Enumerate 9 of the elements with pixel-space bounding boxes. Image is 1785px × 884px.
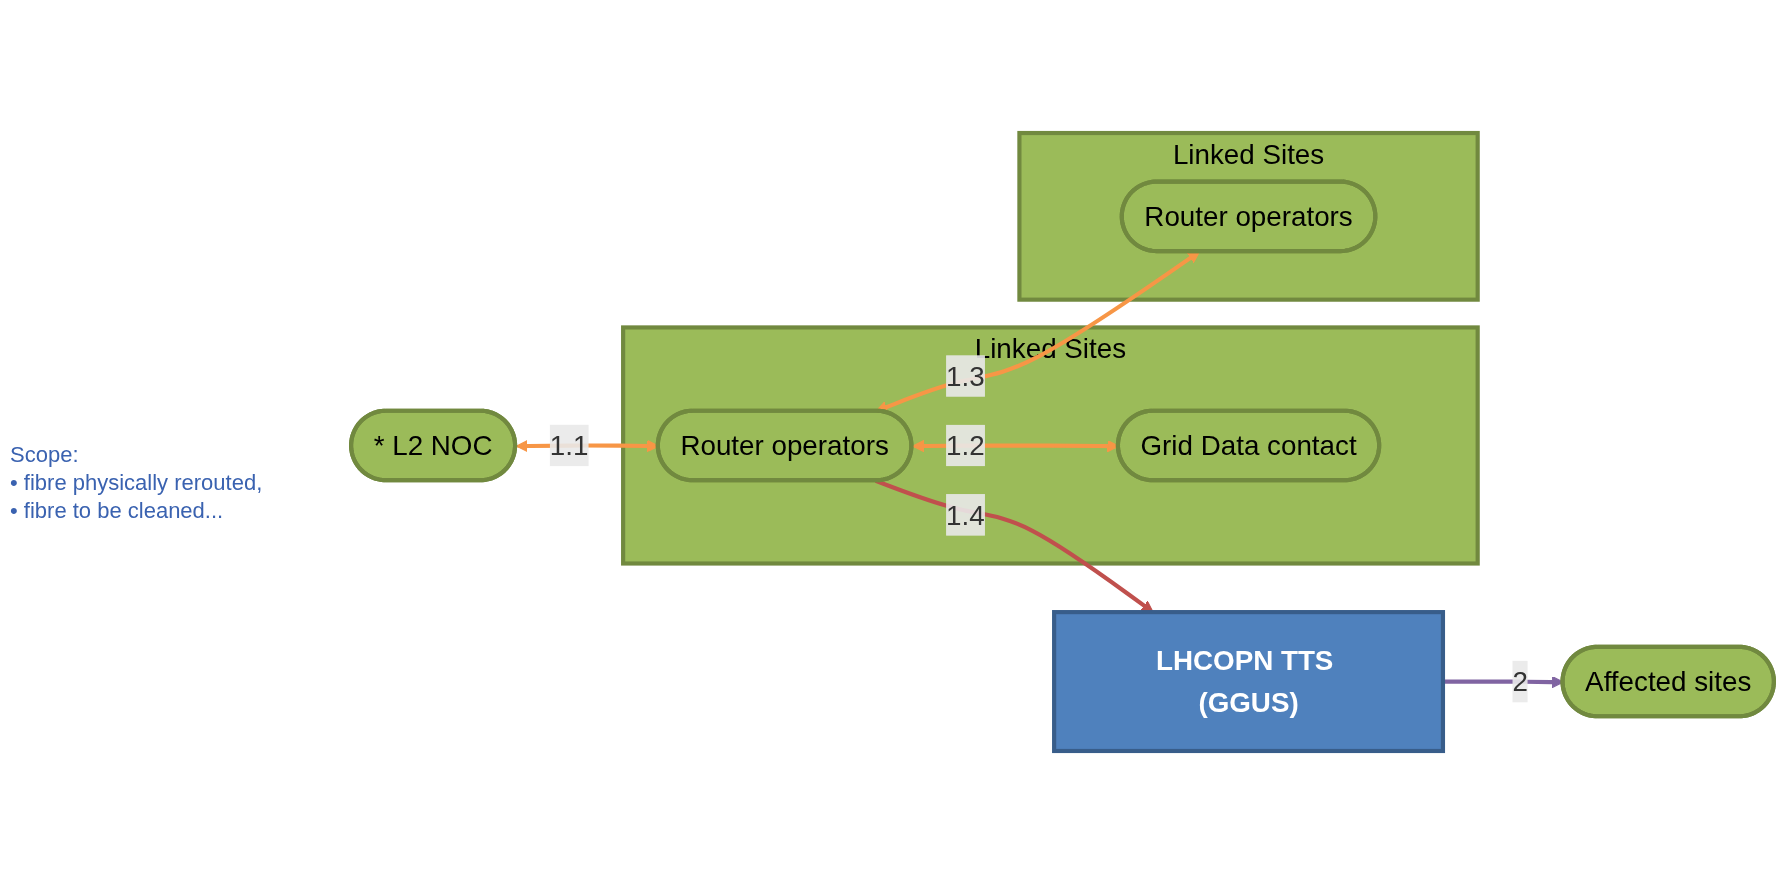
note-text: • fibre to be cleaned...	[10, 498, 225, 524]
edge-label: 1.1	[549, 430, 589, 461]
note-text: Scope:	[10, 442, 80, 468]
edge-label: 2	[1512, 666, 1528, 697]
edge-label: 1.2	[946, 430, 985, 461]
edge-label: 1.4	[946, 499, 985, 531]
edge-label: 1.3	[946, 360, 985, 392]
node-box: LHCOPN TTS (GGUS)	[1052, 610, 1446, 754]
note-text: • fibre physically rerouted,	[10, 470, 264, 496]
